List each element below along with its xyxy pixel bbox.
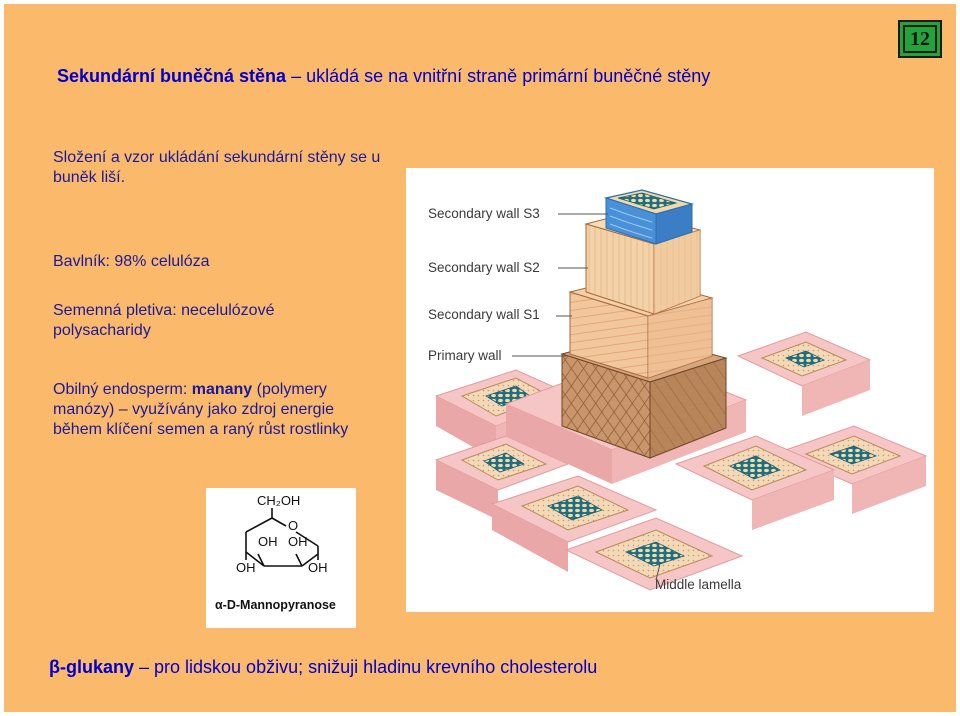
title-rest: – ukládá se na vnitřní straně primární b…	[286, 66, 711, 86]
footer-text: β-glukany – pro lidskou obživu; snižuji …	[49, 657, 597, 678]
mol-oh-inner-right: OH	[288, 534, 308, 549]
cell-wall-figure: Secondary wall S3 Secondary wall S2 Seco…	[406, 168, 934, 612]
cotton-text: Bavlník: 98% celulóza	[53, 253, 210, 270]
cell-right-middle	[674, 435, 836, 530]
mol-oh-inner-left: OH	[258, 534, 278, 549]
footer-rest: – pro lidskou obživu; snižuji hladinu kr…	[134, 657, 598, 677]
mol-caption: α-D-Mannopyranose	[215, 598, 336, 612]
intro-text: Složení a vzor ukládání sekundární stěny…	[53, 149, 381, 186]
mol-oh-bottom-right: OH	[308, 560, 328, 575]
cell-right-top	[736, 331, 872, 416]
slide-title: Sekundární buněčná stěna – ukládá se na …	[57, 66, 710, 87]
cell-bottom-left	[490, 475, 658, 572]
cell-wall-illustration	[434, 189, 928, 591]
label-middle-lamella: Middle lamella	[655, 577, 742, 592]
cell-bottom-center	[564, 517, 744, 591]
mol-ring-oxygen: O	[288, 518, 299, 533]
label-leader-lines	[512, 213, 661, 581]
seed-tissue-text: Semenná pletiva: necelulózové polysachar…	[53, 302, 275, 339]
endosperm-bold: manany	[191, 381, 253, 398]
label-secondary-wall-s2: Secondary wall S2	[428, 260, 540, 275]
mannopyranose-structure: CH₂OH O OH OH OH OH α-D-Mannopyranose	[206, 488, 356, 628]
mannose-ring-drawing	[245, 508, 319, 567]
cell-right-far	[778, 425, 928, 514]
primary-wall-layer	[560, 333, 728, 459]
mol-ch2oh: CH₂OH	[257, 493, 301, 508]
page-number-badge: 12	[898, 20, 942, 58]
label-secondary-wall-s3: Secondary wall S3	[428, 206, 540, 221]
endosperm-rest: (polymery manózy) – využívány jako zdroj…	[53, 381, 349, 438]
label-secondary-wall-s1: Secondary wall S1	[428, 307, 540, 322]
label-primary-wall: Primary wall	[428, 348, 502, 363]
endosperm-prefix: Obilný endosperm:	[53, 381, 192, 398]
title-bold: Sekundární buněčná stěna	[57, 66, 287, 86]
page-number: 12	[903, 25, 937, 53]
endosperm-text: Obilný endosperm: manany (polymery manóz…	[53, 380, 383, 440]
mol-oh-bottom-left: OH	[236, 560, 256, 575]
footer-bold: β-glukany	[49, 657, 134, 677]
wall-layer-stack	[504, 189, 748, 484]
secondary-wall-s3-layer	[603, 189, 695, 245]
